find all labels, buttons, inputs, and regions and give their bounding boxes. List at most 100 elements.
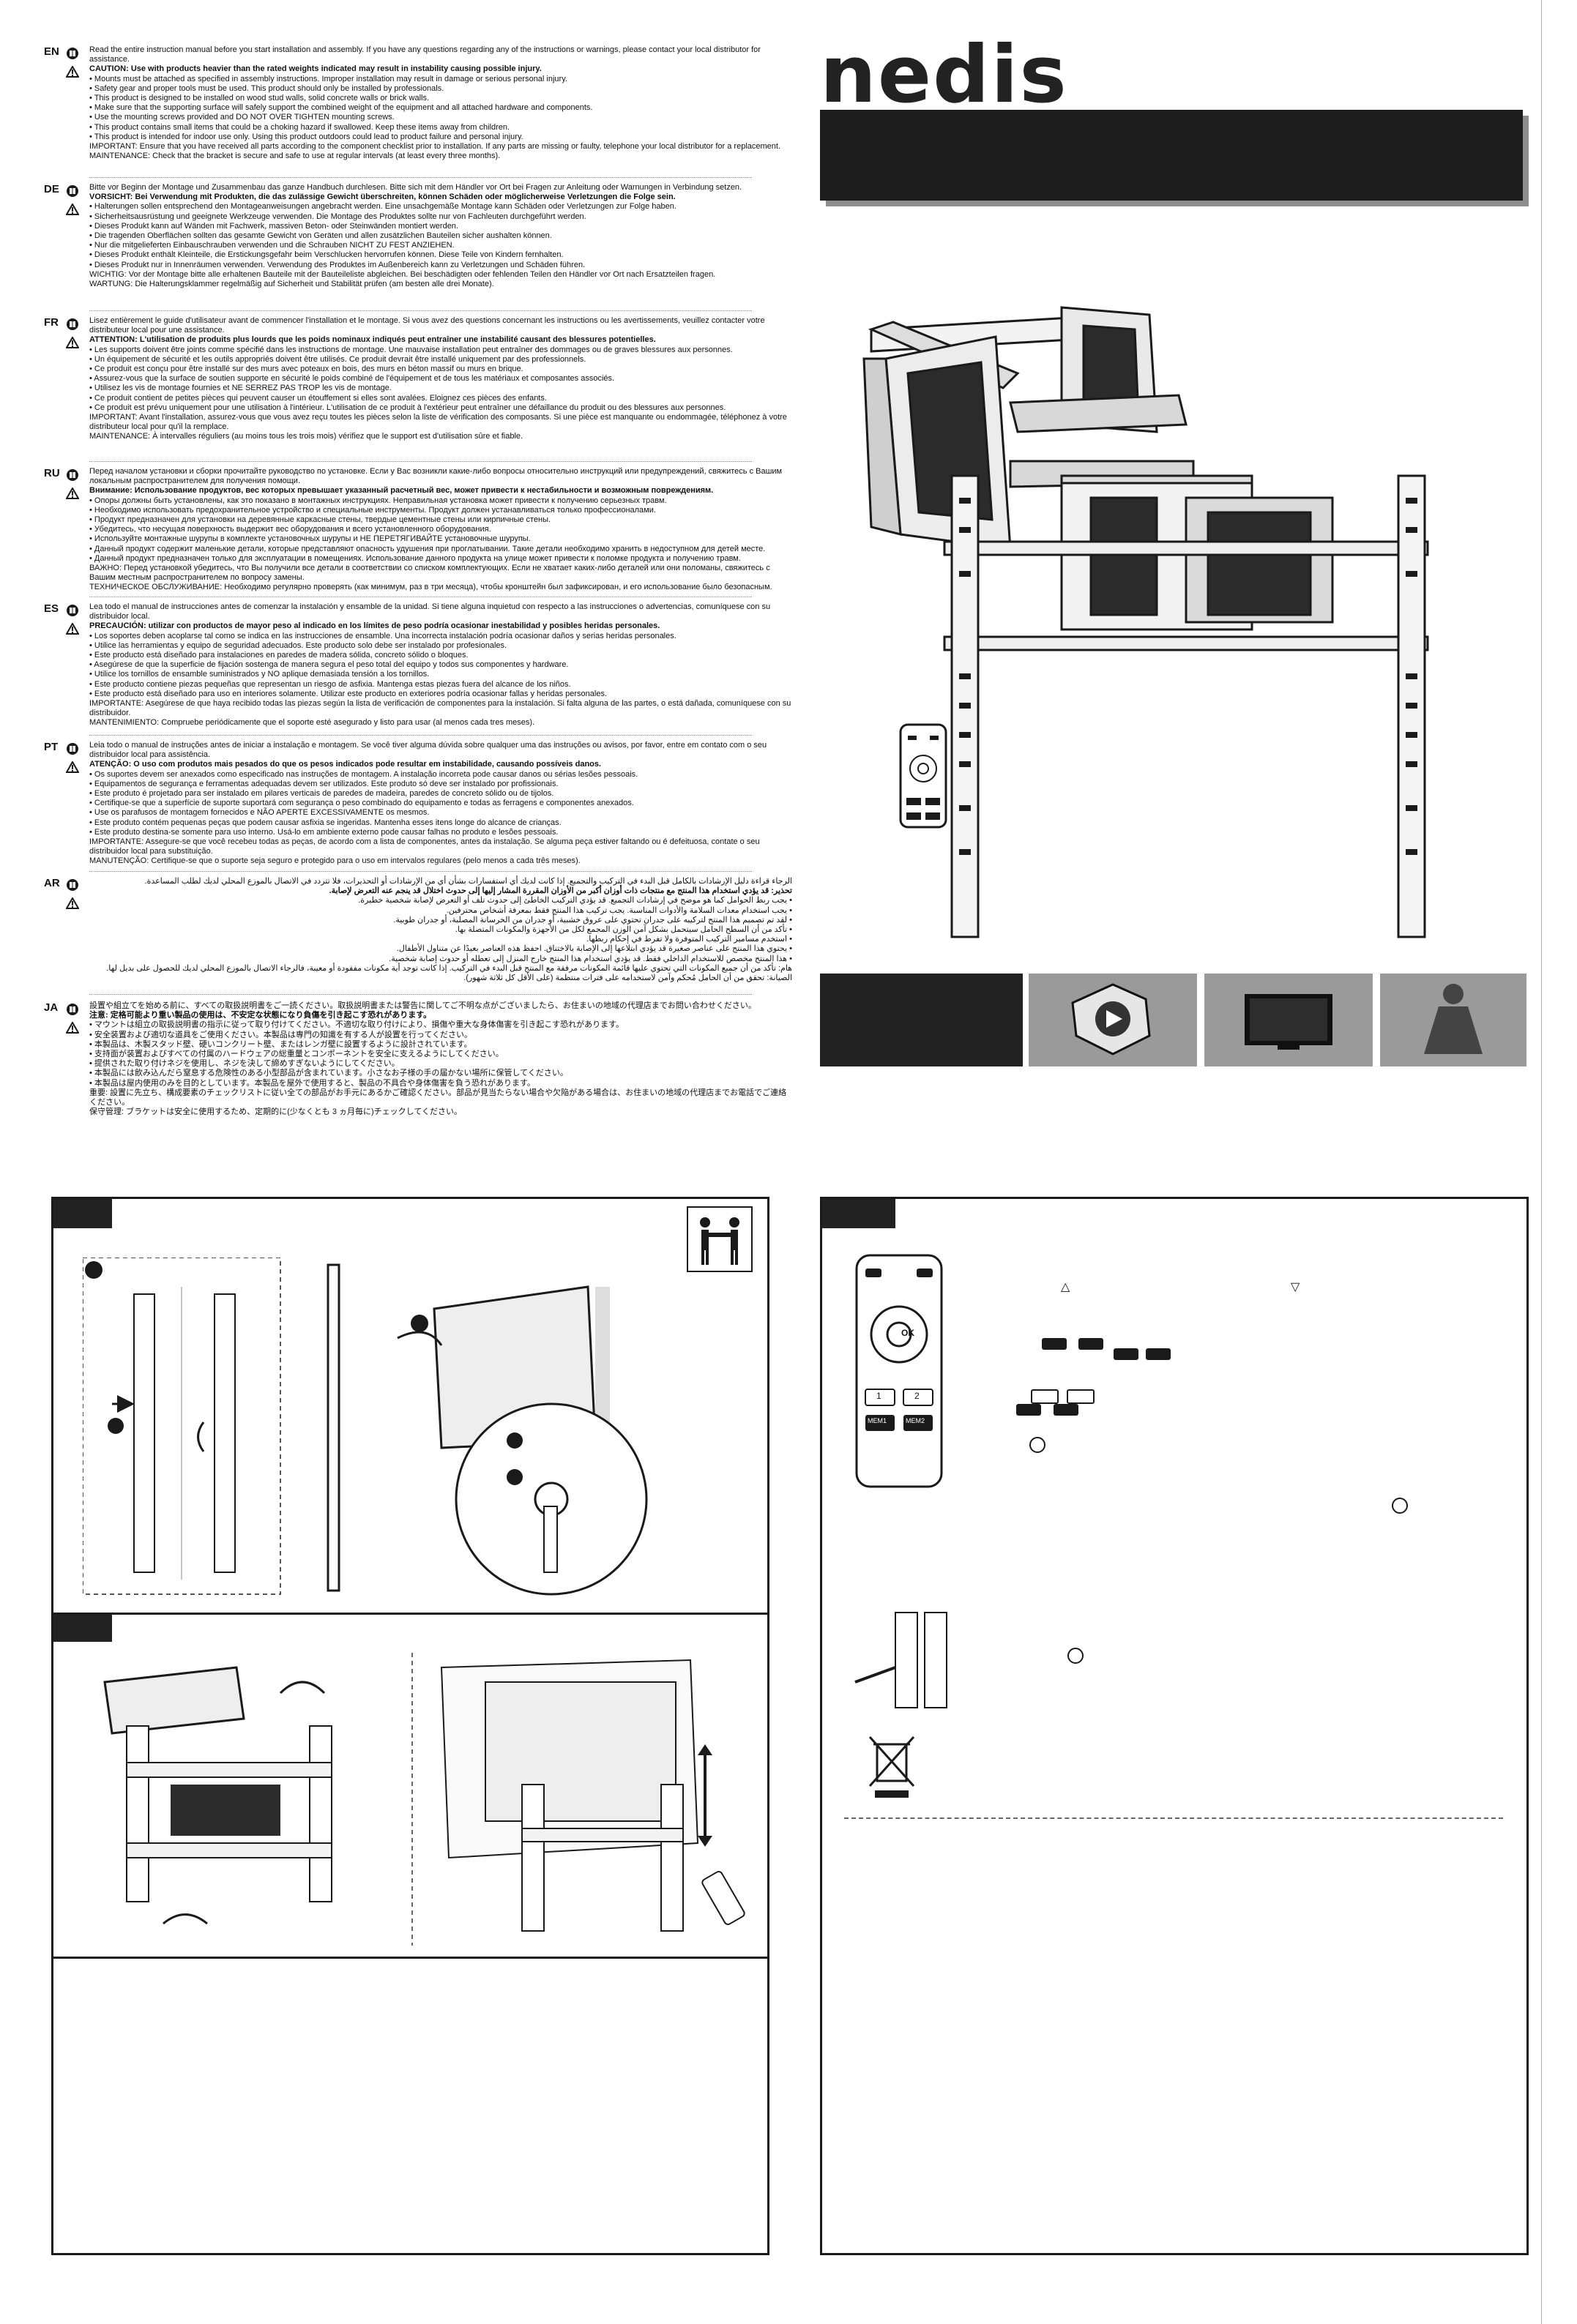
safety-line: • Ce produit est conçu pour être install… — [89, 365, 523, 374]
safety-line: Bitte vor Beginn der Montage und Zusamme… — [89, 183, 742, 192]
mem1-button-glyph-c — [1016, 1404, 1041, 1416]
remote-small-illustration — [899, 723, 947, 829]
installation-panel-header — [53, 1199, 112, 1228]
safety-line: • Use os parafusos de montagem fornecido… — [89, 808, 430, 818]
remote-preset2-label: 2 — [914, 1391, 920, 1401]
preset2-button-glyph — [1067, 1389, 1095, 1404]
safety-line: Перед началом установки и сборки прочита… — [89, 467, 783, 486]
safety-line: • Este produto contém pequenas peças que… — [89, 818, 562, 827]
feature-strip — [820, 974, 1526, 1066]
mem2-button-glyph — [1078, 1338, 1103, 1350]
caution-triangle-icon — [66, 623, 79, 635]
step-one-illustration — [83, 1258, 648, 1596]
safety-line: CAUTION: Use with products heavier than … — [89, 64, 542, 74]
safety-line: • Este produto é projetado para ser inst… — [89, 789, 554, 799]
safety-line: IMPORTANTE: Asegúrese de que haya recibi… — [89, 699, 791, 718]
safety-line: • Asegúrese de que la superficie de fija… — [89, 660, 569, 670]
safety-separator — [89, 177, 752, 178]
safety-line: • 提供された取り付けネジを使用し、ネジを決して締めすぎないようにしてください。 — [89, 1059, 400, 1069]
feature-tile-blank — [820, 974, 1023, 1066]
safety-line: IMPORTANT: Avant l'installation, assurez… — [89, 413, 787, 432]
caution-triangle-icon — [66, 203, 79, 215]
safety-line: ATENÇÃO: O uso com produtos mais pesados… — [89, 760, 602, 769]
caution-triangle-icon — [66, 761, 79, 773]
safety-line: VORSICHT: Bei Verwendung mit Produkten, … — [89, 193, 676, 202]
safety-line: • Utilisez les vis de montage fournies e… — [89, 384, 392, 393]
safety-line: الرجاء قراءة دليل الإرشادات بالكامل قبل … — [144, 877, 792, 886]
safety-line: • Este producto contiene piezas pequeñas… — [89, 679, 571, 689]
safety-line: • Используйте монтажные шурупы в комплек… — [89, 534, 531, 544]
safety-line: • Make sure that the supporting surface … — [89, 103, 593, 113]
safety-text: Bitte vor Beginn der Montage und Zusamme… — [89, 183, 792, 289]
tv-icon — [1245, 994, 1332, 1050]
safety-line: • Utilice los tornillos de ensamble sumi… — [89, 670, 430, 679]
safety-separator — [89, 994, 752, 995]
safety-line: MAINTENANCE: À intervalles réguliers (au… — [89, 432, 523, 441]
read-manual-icon — [67, 743, 78, 755]
safety-line: Read the entire instruction manual befor… — [89, 45, 761, 64]
language-code: PT — [44, 741, 59, 753]
ok-button-glyph-b — [1392, 1498, 1408, 1514]
feature-tile-tv — [1204, 974, 1373, 1066]
read-manual-icon — [67, 1004, 78, 1015]
safety-line: 重要: 設置に先立ち、構成要素のチェックリストに従い全ての部品がお手元にあるかご… — [89, 1088, 787, 1107]
safety-line: • Опоры должны быть установлены, как это… — [89, 496, 667, 505]
safety-text: Read the entire instruction manual befor… — [89, 45, 792, 161]
weee-bin-icon — [868, 1735, 915, 1798]
safety-line: • Dieses Produkt nur in Innenräumen verw… — [89, 260, 586, 269]
down-triangle-icon: ▽ — [1291, 1281, 1300, 1293]
language-code: EN — [44, 45, 59, 58]
feature-tile-motor — [1029, 974, 1197, 1066]
safety-separator — [89, 310, 752, 311]
safety-separator — [89, 871, 752, 872]
read-manual-icon — [67, 469, 78, 481]
safety-line: PRECAUCIÓN: utilizar con productos de ma… — [89, 621, 660, 631]
remote-mem1-label: MEM1 — [868, 1417, 887, 1424]
safety-line: • Certifique-se que a superfície de supo… — [89, 799, 634, 808]
remote-preset1-label: 1 — [876, 1391, 881, 1401]
mem2-button-glyph-c — [1054, 1404, 1078, 1416]
safety-line: Lisez entièrement le guide d'utilisateur… — [89, 316, 765, 335]
safety-line: • 支持面が装置およびすべての付属のハードウェアの総重量とコンポーネントを安全に… — [89, 1050, 504, 1059]
safety-line: • 本製品には飲み込んだら窒息する危険性のある小型部品が含まれています。小さなお… — [89, 1069, 568, 1078]
caution-triangle-icon — [66, 487, 79, 499]
safety-line: WARTUNG: Die Halterungsklammer regelmäßi… — [89, 280, 494, 289]
safety-line: • Nur die mitgelieferten Einbauschrauben… — [89, 241, 455, 250]
dashed-separator — [844, 1817, 1503, 1819]
safety-line: • 本製品は屋内使用のみを目的としています。本製品を屋外で使用すると、製品の不具… — [89, 1078, 535, 1088]
safety-line: • 本製品は、木製スタッド壁、硬いコンクリート壁、またはレンガ壁に設置するように… — [89, 1039, 472, 1049]
safety-line: • Убедитесь, что несущая поверхность выд… — [89, 525, 491, 534]
safety-line: • Продукт предназначен для установки на … — [89, 515, 551, 525]
safety-line: 保守管理: ブラケットは安全に使用するため、定期的に(少なくとも 3 ヵ月毎に)… — [89, 1107, 463, 1117]
remote-mem2-label: MEM2 — [906, 1417, 925, 1424]
safety-line: • Dieses Produkt enthält Kleinteile, die… — [89, 250, 564, 260]
safety-line: ATTENTION: L'utilisation de produits plu… — [89, 335, 656, 345]
safety-line: • Os suportes devem ser anexados como es… — [89, 769, 638, 779]
safety-text: Lisez entièrement le guide d'utilisateur… — [89, 316, 792, 442]
remote-large-illustration — [855, 1254, 943, 1488]
read-manual-icon — [67, 318, 78, 330]
installation-panel — [51, 1197, 769, 2255]
safety-line: Внимание: Использование продуктов, вес к… — [89, 486, 714, 496]
panel-divider-bottom — [53, 1957, 767, 1959]
safety-line: • يجب ربط الحوامل كما هو موضح في إرشادات… — [358, 896, 792, 905]
safety-line: • تأكد من أن السطح الحامل سيتحمل بشكل آم… — [455, 925, 792, 935]
safety-line: 設置や組立てを始める前に、すべての取扱説明書をご一読ください。取扱説明書または警… — [89, 1001, 756, 1010]
safety-line: تحذير: قد يؤدي استخدام هذا المنتج مع منت… — [329, 886, 792, 896]
preset1-button-glyph — [1031, 1389, 1059, 1404]
safety-line: • Ce produit est prévu uniquement pour u… — [89, 403, 726, 412]
safety-line: • This product is intended for indoor us… — [89, 132, 523, 141]
safety-line: ВАЖНО: Перед установкой убедитесь, что В… — [89, 564, 770, 583]
safety-line: • Данный продукт предназначен только для… — [89, 553, 741, 563]
remote-ok-label: OK — [901, 1328, 914, 1338]
caution-triangle-icon — [66, 337, 79, 348]
safety-line: • This product contains small items that… — [89, 122, 510, 132]
safety-line: MANUTENÇÃO: Certifique-se que o suporte … — [89, 856, 581, 866]
mem1-button-glyph-b — [1114, 1348, 1138, 1360]
step-two-illustration — [103, 1653, 745, 1946]
safety-line: • Mounts must be attached as specified i… — [89, 74, 567, 83]
language-code: AR — [44, 877, 60, 889]
safety-line: • Необходимо использовать предохранитель… — [89, 505, 656, 515]
safety-line: • Use the mounting screws provided and D… — [89, 113, 395, 122]
safety-line: • Equipamentos de segurança e ferramenta… — [89, 779, 559, 788]
